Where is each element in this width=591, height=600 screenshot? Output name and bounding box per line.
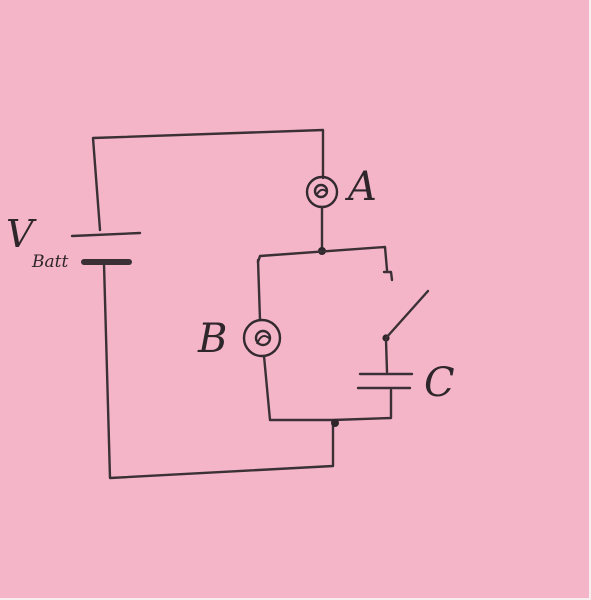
bulb-b-label: B <box>197 316 227 362</box>
wire-left-bottom <box>102 262 335 480</box>
bulb-b <box>242 318 282 358</box>
battery-label-v: V <box>6 212 37 256</box>
battery-label-sub: Batt <box>31 252 68 272</box>
junction-bottom <box>331 419 339 427</box>
wire-top-loop <box>91 128 325 232</box>
bulb-a-label: A <box>344 164 377 210</box>
wire-left-branch-to-b <box>256 258 262 322</box>
wire-switch-to-cap <box>384 338 389 374</box>
bulb-a <box>305 175 339 209</box>
wire-top-branch <box>256 245 389 272</box>
switch-lever <box>384 289 430 340</box>
battery-positive-plate <box>70 231 142 238</box>
switch-top-terminal <box>382 270 394 282</box>
capacitor-c-label: C <box>424 360 455 406</box>
